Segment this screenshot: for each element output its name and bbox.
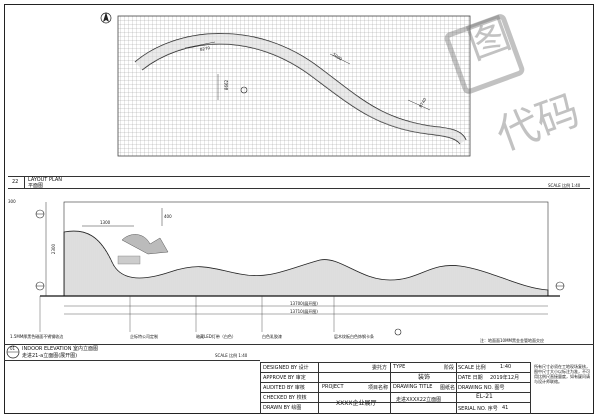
serial-label: SERIAL NO. 序号 [458,406,498,412]
callout-label-1: 1.5MM厚黑色磁面不锈钢收边 [10,334,64,339]
elevation-scale: SCALE 比例 1:40 [215,353,248,358]
designed-by-label: DESIGNED BY 设计 [263,365,309,371]
elevation-title-line-bottom [4,360,260,361]
plan-dim-line-4 [407,99,431,111]
project-value: XXXX企业展厅 [336,400,377,407]
date-label: DATE 日期 [458,375,483,381]
stage-label: 阶段 [444,365,455,371]
north-arrow-pointer [103,12,109,22]
approve-by-label: APPROVE BY 审定 [263,375,306,381]
callout-label-5: 层木纹板白色饰钢卡条 [334,334,374,339]
project-name-label: 项目名称 [368,385,389,391]
plan-title-line [8,176,590,177]
elevation-title-line [4,344,594,345]
elevation-top-dim-2: 400 [164,214,172,219]
elevation-title-cn: 走进21-a立面图(展开图) [22,353,78,359]
watermark-logo [444,14,525,94]
elevation-top-dim-1: 1300 [100,220,111,225]
elevation-length-dim-1: 13700(展开图) [290,301,318,306]
floor-note: 注：地面面10MM黑金金管地面交应 [480,338,544,343]
plan-title-line-bottom [8,188,590,189]
elevation-length-dim-2: 13710(展开图) [290,309,318,314]
drawn-by-label: DRAWN BY 绘图 [263,405,302,411]
callout-label-2: 企标特公司定制 [130,334,158,339]
drawing-no-value: EL-21 [476,393,493,400]
type-value: 装饰 [418,374,431,381]
scale-label: SCALE 比例 [458,365,486,371]
drawing-title-label: DRAWING TITLE [393,384,433,390]
type-label: TYPE [393,364,406,370]
elevation-wave [63,230,549,297]
wall-logo-sculpture [117,234,169,265]
plan-scale: SCALE 比例 1:40 [548,183,581,188]
plan-curve-fill [135,33,466,144]
elevation-center-marker [394,328,402,336]
plan-dim-line-3 [329,53,351,65]
plan-dim-line-1 [184,41,216,49]
date-value: 2019年12月 [490,375,520,381]
elevation-level-top: 300 [8,199,16,204]
plan-number-divider [24,176,25,188]
drawing-no-label: DRAWING NO. 图号 [458,385,505,391]
elevation-number: 01 [10,346,16,351]
plan-title-cn: 平面图 [28,183,44,189]
plan-grid [117,15,471,157]
plan-elevation-marker [240,86,248,94]
title-block-note: 所有尺寸必须在工地现场复核，图中尺寸大小以标注为准，不可用比例尺直接量度，如有疑… [534,364,590,384]
sheet-frame [4,4,594,414]
checked-by-label: CHECKED BY 校核 [263,395,307,401]
callout-label-3: 暗藏LED灯带（白色） [196,334,236,339]
audited-by-label: AUDITED BY 审核 [263,385,305,391]
plan-title-en: LAYOUT PLAN [28,177,63,183]
callout-label-4: 白色乳胶漆 [262,334,282,339]
drawing-title-cn-label: 图纸名 [440,385,456,391]
plan-number: 22 [12,179,19,185]
project-label: PROJECT [322,384,344,390]
serial-value: 41 [502,405,509,411]
owner-label: 委托方 [372,365,388,371]
scale-value: 1:40 [500,364,512,370]
elevation-title-en: INDOOR ELEVATION 室内立面图 [22,346,99,352]
drawing-title-value: 走进XXXX22立面图 [396,397,442,403]
